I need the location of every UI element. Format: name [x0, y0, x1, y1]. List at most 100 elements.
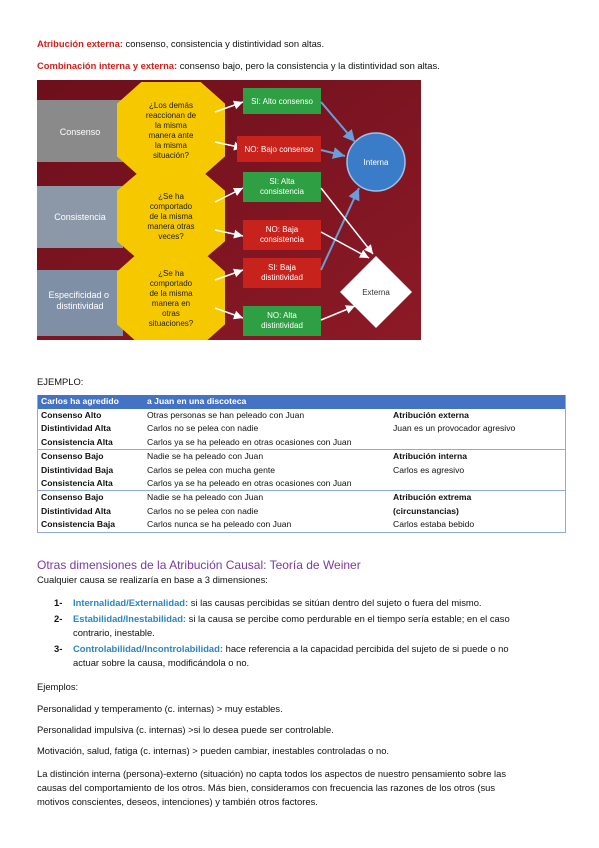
- externa-label: Externa: [362, 288, 390, 297]
- intro-text-externa: consenso, consistencia y distintividad s…: [122, 38, 325, 49]
- externa-diamond: [340, 256, 412, 328]
- header-cell-3: [390, 395, 566, 409]
- table-cell: Atribución externa: [393, 410, 469, 420]
- answer-no-alta-distintividad-l2: distintividad: [261, 321, 303, 330]
- dimensions-list: 1-Internalidad/Externalidad: si las caus…: [44, 596, 544, 672]
- example-line-2: Personalidad impulsiva (c. internas) >si…: [37, 724, 334, 735]
- arrow-to-interna-3: [320, 187, 360, 271]
- weiner-title: Otras dimensiones de la Atribución Causa…: [37, 558, 361, 572]
- table-cell: Otras personas se han peleado con Juan: [147, 410, 305, 420]
- header-cell-1: Carlos ha agredido: [37, 395, 144, 409]
- label-box-distintividad: [37, 270, 123, 336]
- table-cell: [390, 477, 566, 492]
- dimension-number: 2-: [54, 613, 63, 624]
- label-distintividad: Especificidad o distintividad: [48, 290, 111, 311]
- dimension-text: contrario, inestable.: [73, 627, 155, 638]
- table-row: Distintividad Alta Carlos no se pelea con…: [38, 505, 566, 518]
- interna-circle: [346, 132, 406, 192]
- question-2-line-3: de la misma: [149, 212, 193, 221]
- answer-box-no-bajo-consenso: [237, 136, 321, 162]
- answer-box-no-baja-consistencia: [243, 220, 321, 250]
- label-distintividad-line1: Especificidad o: [48, 290, 109, 300]
- dimension-item: 1-Internalidad/Externalidad: si las caus…: [44, 596, 544, 610]
- table-cell: Carlos no se pelea con nadie: [147, 505, 259, 516]
- table-cell: Consistencia Alta: [37, 477, 144, 492]
- answer-no-alta-distintividad-l1: NO: Alta: [267, 311, 297, 320]
- question-3-line-4: manera en: [152, 299, 190, 308]
- dimension-term: Internalidad/Externalidad:: [73, 597, 189, 608]
- example-table-header: Carlos ha agredido a Juan en una discote…: [37, 395, 566, 409]
- label-consistencia: Consistencia: [54, 212, 106, 222]
- header-cell-2: a Juan en una discoteca: [144, 395, 390, 409]
- question-octagon-2: [117, 170, 225, 262]
- weiner-title-text: Otras dimensiones de la Atribución Causa…: [37, 558, 361, 572]
- arrow-to-interna-1: [320, 101, 356, 143]
- arrow-to-externa-2: [320, 231, 370, 259]
- answer-box-si-alta-consistencia: [243, 172, 321, 202]
- answer-si-alto-consenso: SI: Alto consenso: [251, 97, 313, 106]
- question-1-line-4: manera ante: [149, 131, 194, 140]
- table-cell: Consistencia Alta: [37, 435, 144, 451]
- question-1-line-2: reaccionan de: [146, 111, 197, 120]
- arrow-to-externa-1: [320, 187, 374, 255]
- table-cell: Distintividad Baja: [41, 464, 114, 475]
- answer-box-si-baja-distintividad: [243, 258, 321, 288]
- dimension-number: 3-: [54, 643, 63, 654]
- table-cell: Consenso Bajo: [41, 451, 104, 462]
- example-heading: EJEMPLO:: [37, 376, 84, 387]
- closing-line-3: motivos conscientes, deseos, intenciones…: [37, 796, 318, 807]
- table-cell: Carlos es agresivo: [393, 464, 465, 475]
- answer-si-baja-distintividad-l1: SI: Baja: [268, 263, 297, 272]
- question-2-line-2: comportado: [150, 202, 193, 211]
- dimension-text: actuar sobre la causa, modificándola o n…: [73, 657, 250, 668]
- arrow-q2-yes: [214, 187, 244, 203]
- question-2-line-1: ¿Se ha: [158, 192, 184, 201]
- label-consenso: Consenso: [60, 127, 101, 137]
- table-cell: Nadie se ha peleado con Juan: [147, 451, 264, 462]
- example-table: Carlos ha agredido a Juan en una discote…: [37, 395, 566, 533]
- answer-no-baja-consistencia-l2: consistencia: [260, 235, 305, 244]
- arrow-q1-yes: [214, 100, 244, 113]
- table-cell: Carlos estaba bebido: [390, 518, 566, 533]
- question-3-line-1: ¿Se ha: [158, 269, 184, 278]
- table-row: Distintividad Baja Carlos se pelea con mu…: [38, 464, 566, 477]
- intro-line-externa: Atribución externa: consenso, consistenc…: [37, 38, 324, 50]
- dimension-term: Estabilidad/Inestabilidad:: [73, 613, 187, 624]
- question-1-line-5: la misma: [155, 141, 188, 150]
- label-box-consistencia: [37, 186, 123, 248]
- answer-no-bajo-consenso: NO: Bajo consenso: [245, 145, 314, 154]
- answer-si-alta-consistencia-l2: consistencia: [260, 187, 305, 196]
- table-cell: Consistencia Baja: [37, 518, 144, 533]
- table-cell: Distintividad Alta: [41, 423, 111, 434]
- table-cell: (circunstancias): [393, 505, 459, 516]
- table-cell: Carlos nunca se ha peleado con Juan: [144, 518, 390, 533]
- answer-si-alta-consistencia-l1: SI: Alta: [269, 177, 295, 186]
- table-cell: Carlos ya se ha peleado en otras ocasion…: [144, 435, 390, 451]
- table-cell: Distintividad Alta: [41, 505, 111, 516]
- table-cell: Carlos no se pelea con nadie: [147, 423, 259, 434]
- intro-label-externa: Atribución externa:: [37, 38, 123, 49]
- dimension-item: 3-Controlabilidad/Incontrolabilidad: hac…: [44, 642, 544, 670]
- table-cell: Carlos se pelea con mucha gente: [147, 464, 276, 475]
- intro-label-combinacion: Combinación interna y externa:: [37, 60, 178, 71]
- table-cell: [390, 435, 566, 451]
- label-box-consenso: [37, 100, 123, 162]
- interna-label: Interna: [364, 158, 389, 167]
- closing-line-2: causas del comportamiento de los otros. …: [37, 782, 496, 793]
- question-2-line-4: manera otras: [147, 222, 194, 231]
- intro-text-combinacion: consenso bajo, pero la consistencia y la…: [177, 60, 440, 71]
- question-octagon-1: [117, 82, 225, 178]
- table-cell: Atribución extrema: [393, 492, 472, 503]
- label-distintividad-line2: distintividad: [56, 301, 103, 311]
- arrow-q2-no: [214, 229, 244, 239]
- table-cell: Nadie se ha peleado con Juan: [147, 492, 264, 503]
- dimension-term: Controlabilidad/Incontrolabilidad:: [73, 643, 223, 654]
